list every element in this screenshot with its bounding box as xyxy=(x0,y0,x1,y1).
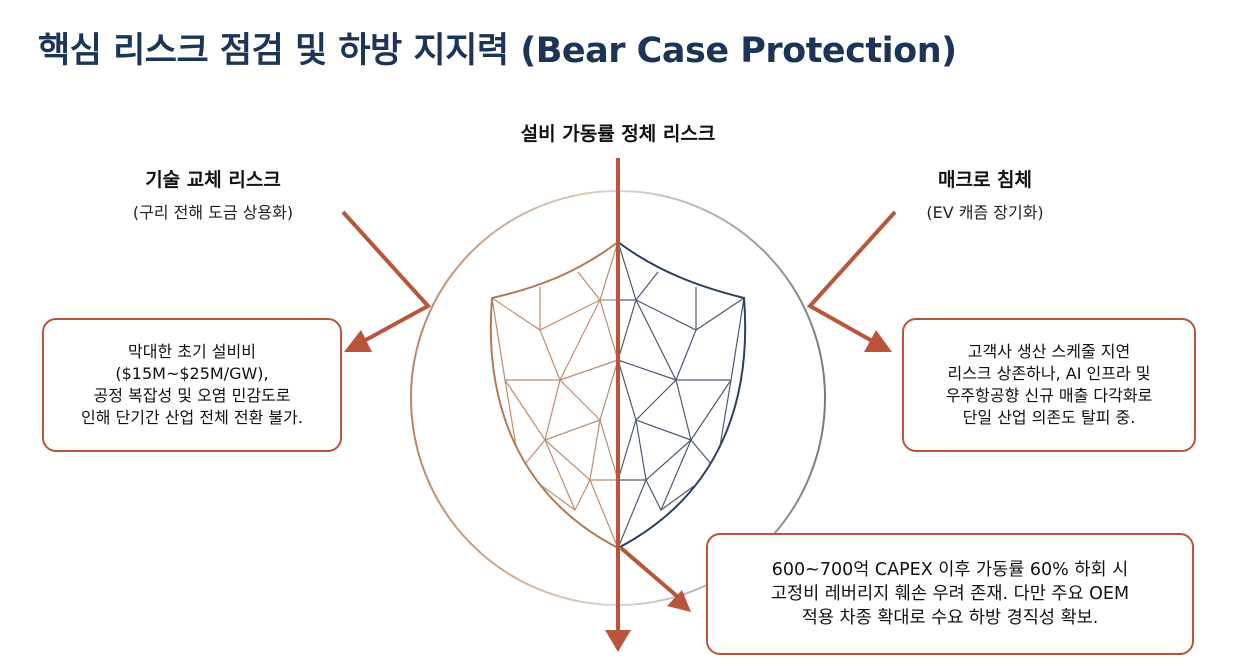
bottom-risk-box: 600~700억 CAPEX 이후 가동률 60% 하회 시 고정비 레버리지 … xyxy=(706,533,1194,655)
center-down-arrow xyxy=(605,158,631,652)
bottom-box-line: 적용 차종 확대로 수요 하방 경직성 확보. xyxy=(802,606,1099,630)
right-box-line: 우주항공향 신규 매출 다각화로 xyxy=(946,385,1153,407)
left-risk-box: 막대한 초기 설비비 ($15M~$25M/GW), 공정 복잡성 및 오염 민… xyxy=(42,318,342,452)
right-risk-subheading: (EV 캐즘 장기화) xyxy=(905,199,1065,223)
page-title: 핵심 리스크 점검 및 하방 지지력 (Bear Case Protection… xyxy=(38,22,957,73)
bottom-box-line: 고정비 레버리지 훼손 우려 존재. 다만 주요 OEM xyxy=(771,582,1129,606)
right-box-line: 고객사 생산 스케줄 지연 xyxy=(968,341,1130,363)
left-risk-heading: 기술 교체 리스크 xyxy=(118,165,308,192)
left-box-line: 공정 복잡성 및 오염 민감도로 xyxy=(94,385,291,407)
right-bent-arrow xyxy=(810,212,895,352)
right-box-line: 단일 산업 의존도 탈피 중. xyxy=(963,407,1136,429)
left-box-line: 인해 단기간 산업 전체 전환 불가. xyxy=(81,407,303,429)
center-risk-label: 설비 가동률 정체 리스크 xyxy=(468,119,768,146)
right-box-line: 리스크 상존하나, AI 인프라 및 xyxy=(947,363,1150,385)
left-box-line: ($15M~$25M/GW), xyxy=(115,363,268,385)
left-bent-arrow xyxy=(343,212,428,352)
left-box-line: 막대한 초기 설비비 xyxy=(128,341,256,363)
left-risk-subheading: (구리 전해 도금 상용화) xyxy=(88,199,338,223)
right-risk-heading: 매크로 침체 xyxy=(920,165,1050,192)
right-risk-box: 고객사 생산 스케줄 지연 리스크 상존하나, AI 인프라 및 우주항공향 신… xyxy=(902,318,1196,452)
bottom-box-line: 600~700억 CAPEX 이후 가동률 60% 하회 시 xyxy=(772,558,1128,582)
